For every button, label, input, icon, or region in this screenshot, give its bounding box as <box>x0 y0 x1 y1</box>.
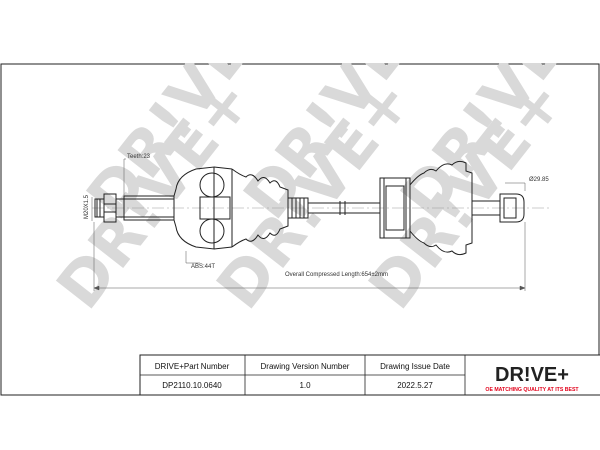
value-part-number: DP2110.10.0640 <box>162 381 222 390</box>
inner-joint <box>499 193 525 223</box>
value-issue-date: 2022.5.27 <box>397 381 433 390</box>
value-version: 1.0 <box>299 381 311 390</box>
header-version: Drawing Version Number <box>261 362 350 371</box>
logo-tagline: OE MATCHING QUALITY AT ITS BEST <box>485 387 579 393</box>
technical-drawing: DR!VE+ DR!VE+ DR!VE+ DR!VE+ DR!VE+ DR!VE… <box>0 63 600 396</box>
title-block: DRIVE+Part Number Drawing Version Number… <box>139 354 600 396</box>
header-part-number: DRIVE+Part Number <box>155 362 230 371</box>
dimension-labels: Teeth:23 M20X1.5 ABS:44T Ø29.85 Overall … <box>84 154 549 278</box>
inner-boot <box>409 160 473 256</box>
dimensions <box>91 158 526 291</box>
driveshaft <box>94 160 525 256</box>
diameter-label: Ø29.85 <box>529 177 549 183</box>
inner-clamp <box>379 177 411 239</box>
overall-length-label: Overall Compressed Length:654±2mm <box>285 272 388 278</box>
drawing-border <box>0 63 600 396</box>
logo: DR!VE+ OE MATCHING QUALITY AT ITS BEST <box>485 364 579 393</box>
logo-text: DR!VE+ <box>495 364 569 386</box>
teeth-label: Teeth:23 <box>127 154 151 160</box>
thread-label: M20X1.5 <box>84 194 90 219</box>
header-issue-date: Drawing Issue Date <box>380 362 450 371</box>
abs-label: ABS:44T <box>191 264 215 270</box>
